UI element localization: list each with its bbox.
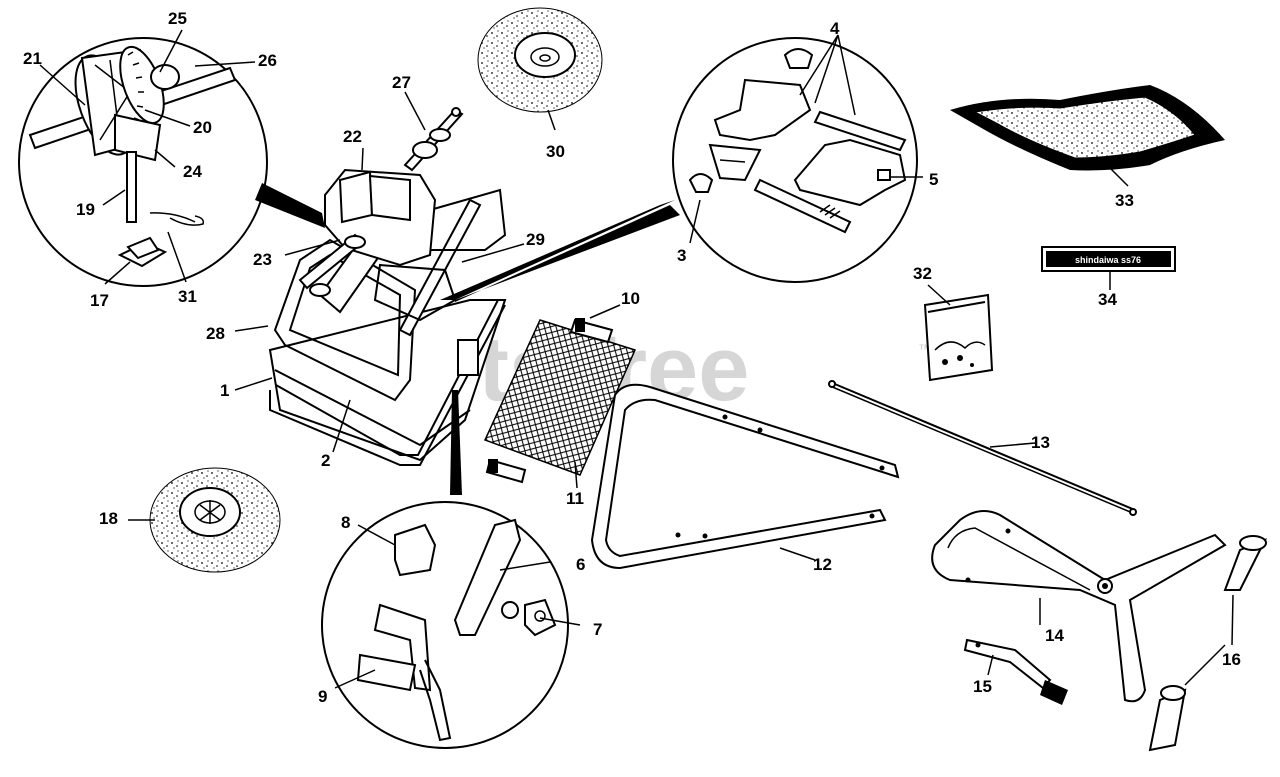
part-34-label: shindaiwa ss76 bbox=[1041, 246, 1176, 272]
callout-31: 31 bbox=[178, 287, 197, 306]
callout-1: 1 bbox=[220, 381, 229, 400]
part-15-lever bbox=[963, 638, 1068, 705]
callout-23: 23 bbox=[253, 250, 272, 269]
callout-22: 22 bbox=[343, 127, 362, 146]
callout-28: 28 bbox=[206, 324, 225, 343]
part-16-grips bbox=[1148, 535, 1268, 752]
part-32-bag bbox=[923, 293, 994, 382]
part-13-rod bbox=[828, 380, 1137, 516]
callout-25: 25 bbox=[168, 9, 187, 28]
callout-2: 2 bbox=[321, 451, 330, 470]
callout-6: 6 bbox=[576, 555, 585, 574]
callout-14: 14 bbox=[1045, 626, 1064, 645]
callout-33: 33 bbox=[1115, 191, 1134, 210]
callout-4: 4 bbox=[830, 19, 840, 38]
wheel-top bbox=[477, 7, 603, 113]
callout-26: 26 bbox=[258, 51, 277, 70]
label-plate-text: shindaiwa ss76 bbox=[1075, 255, 1141, 265]
part-11-screen bbox=[483, 318, 637, 484]
callout-20: 20 bbox=[193, 118, 212, 137]
spreader-body bbox=[268, 107, 680, 495]
callout-30: 30 bbox=[546, 142, 565, 161]
part-12-handle bbox=[590, 383, 900, 570]
callout-9: 9 bbox=[318, 687, 327, 706]
callout-5: 5 bbox=[929, 170, 938, 189]
part-33-mat bbox=[950, 85, 1225, 171]
callout-24: 24 bbox=[183, 162, 202, 181]
callout-34: 34 bbox=[1098, 290, 1117, 309]
callout-21: 21 bbox=[23, 49, 42, 68]
callout-15: 15 bbox=[973, 677, 992, 696]
callout-27: 27 bbox=[392, 73, 411, 92]
callout-32: 32 bbox=[913, 264, 932, 283]
callout-17: 17 bbox=[90, 291, 109, 310]
callout-11: 11 bbox=[566, 489, 584, 508]
callout-19: 19 bbox=[76, 200, 95, 219]
callout-10: 10 bbox=[621, 289, 640, 308]
bracket-detail-circle bbox=[321, 501, 569, 749]
wheel-bottom bbox=[149, 467, 281, 573]
callout-7: 7 bbox=[593, 620, 602, 639]
callout-13: 13 bbox=[1031, 433, 1050, 452]
gate-detail-circle bbox=[672, 34, 918, 283]
callout-18: 18 bbox=[99, 509, 118, 528]
callout-numbers: 1 2 3 4 5 6 7 8 9 10 11 12 13 14 15 16 1… bbox=[23, 9, 1241, 706]
callout-3: 3 bbox=[677, 246, 686, 265]
callout-29: 29 bbox=[526, 230, 545, 249]
callout-8: 8 bbox=[341, 513, 350, 532]
leader-lines bbox=[39, 29, 1234, 689]
gear-detail-circle bbox=[18, 37, 325, 287]
callout-12: 12 bbox=[813, 555, 832, 574]
callout-16: 16 bbox=[1222, 650, 1241, 669]
part-14-handle bbox=[931, 510, 1227, 703]
